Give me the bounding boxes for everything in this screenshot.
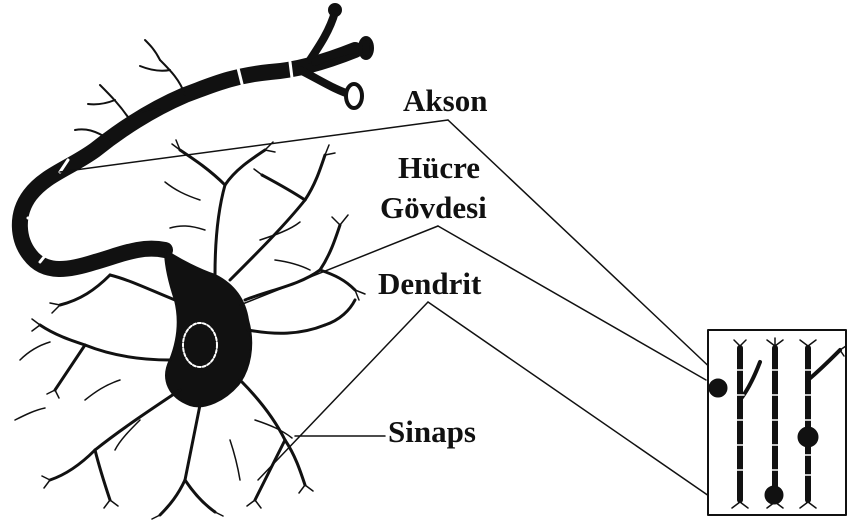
nucleus (183, 323, 217, 367)
axon-label: Akson (403, 85, 487, 116)
synapse-label: Sinaps (388, 416, 476, 447)
cell-body-label-line2: Gövdesi (380, 192, 487, 223)
cell-body-label-line1: Hücre (398, 152, 480, 183)
terminal-bulb (346, 84, 362, 108)
myelin-gaps (28, 62, 292, 262)
axon (20, 50, 355, 269)
dendrite-label: Dendrit (378, 268, 481, 299)
